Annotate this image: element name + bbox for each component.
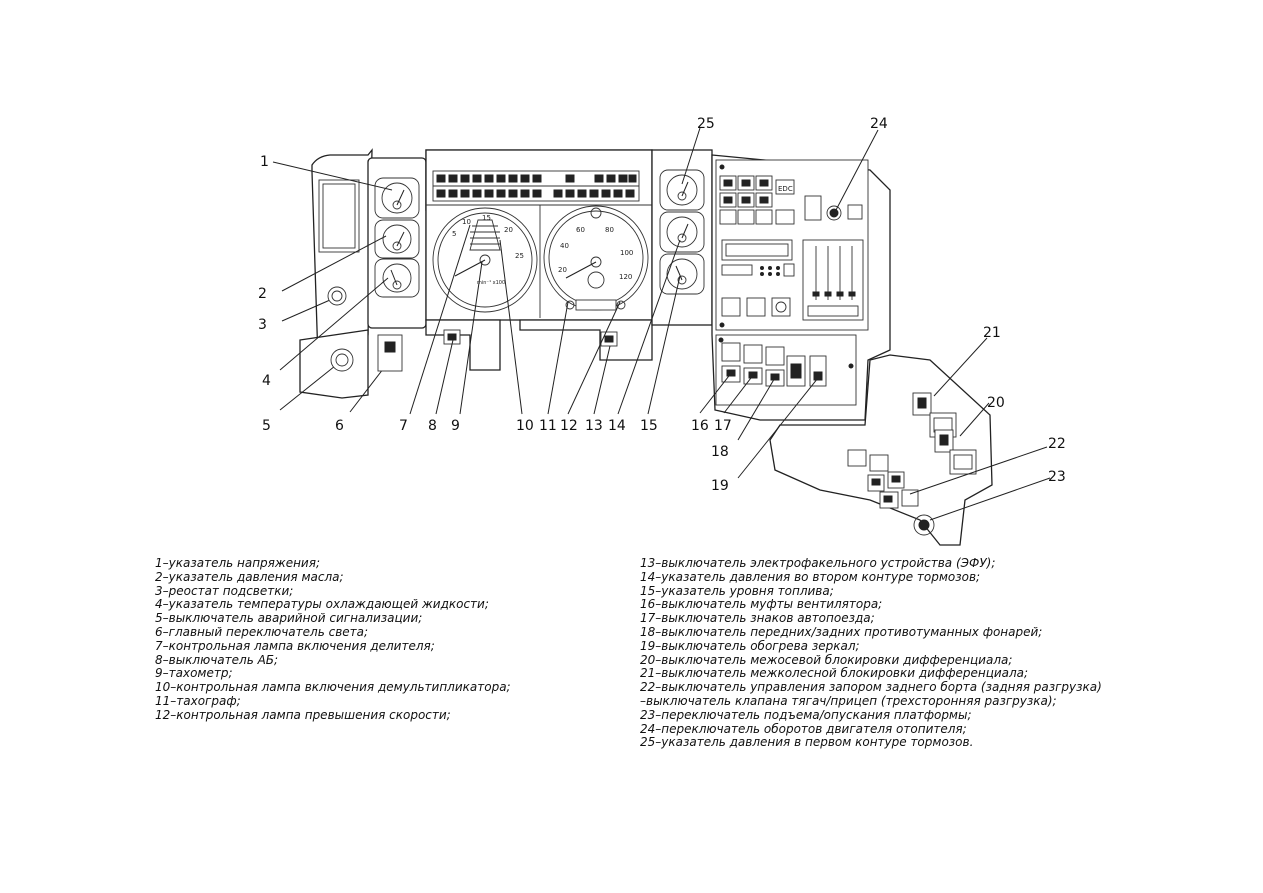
legend-item: 3–реостат подсветки; [155, 583, 294, 598]
legend-item: 8–выключатель АБ; [155, 652, 279, 667]
callout-4: 4 [262, 373, 271, 389]
tacho-tick-20: 20 [504, 226, 513, 234]
callout-8: 8 [428, 418, 437, 434]
legend-item: 20–выключатель межосевой блокировки дифф… [640, 652, 1013, 667]
right-wing-panel [769, 354, 993, 546]
callout-25: 25 [697, 116, 715, 132]
callout-9: 9 [451, 418, 460, 434]
legend-item: 17–выключатель знаков автопоезда; [640, 611, 875, 626]
callout-18: 18 [711, 444, 729, 460]
legend-item: 15–указатель уровня топлива; [640, 583, 834, 598]
callout-17: 17 [714, 418, 732, 434]
switch-matrix: EDC [719, 175, 795, 225]
legend-item: 14–указатель давления во втором контуре … [640, 569, 981, 584]
edc-label: EDC [778, 185, 793, 193]
legend-item: 19–выключатель обогрева зеркал; [640, 638, 860, 653]
speedo-tick-80: 80 [605, 226, 614, 234]
callout-10: 10 [516, 418, 534, 434]
legend-item: 21–выключатель межколесной блокировки ди… [640, 666, 1029, 681]
legend-item: 16–выключатель муфты вентилятора; [640, 597, 883, 612]
legend-item: 1–указатель напряжения; [155, 556, 320, 570]
tachometer: 5 10 15 20 25 min⁻¹ x100 [432, 207, 538, 313]
legend-item: 6–главный переключатель света; [155, 624, 369, 639]
main-cluster: 5 10 15 20 25 min⁻¹ x100 20 40 60 80 100… [425, 149, 653, 371]
callout-7: 7 [399, 418, 408, 434]
callout-5: 5 [262, 418, 271, 434]
speedometer: 20 40 60 80 100 120 [543, 205, 649, 311]
dimmer-knob [327, 286, 347, 306]
callout-11: 11 [539, 418, 557, 434]
callout-1: 1 [260, 154, 269, 170]
legend-item: 10–контрольная лампа включения демультип… [155, 680, 511, 695]
tacho-tick-5: 5 [452, 230, 456, 238]
legend-item: 18–выключатель передних/задних противоту… [640, 624, 1043, 639]
speedo-tick-120: 120 [619, 273, 632, 281]
callout-15: 15 [640, 418, 658, 434]
callout-20: 20 [987, 395, 1005, 411]
tacho-unit: min⁻¹ x100 [477, 280, 505, 286]
callout-12: 12 [560, 418, 578, 434]
speedo-tick-100: 100 [620, 249, 633, 257]
callout-21: 21 [983, 325, 1001, 341]
legend-item: –выключатель клапана тягач/прицеп (трехс… [640, 693, 1057, 708]
right-gauge-column [651, 149, 713, 326]
callout-14: 14 [608, 418, 626, 434]
tacho-tick-10: 10 [462, 218, 471, 226]
legend-item: 11–тахограф; [155, 693, 241, 708]
legend-item: 9–тахометр; [155, 666, 233, 681]
callout-24: 24 [870, 116, 888, 132]
leader-lines [272, 127, 1051, 521]
callout-23: 23 [1048, 469, 1066, 485]
center-console: EDC [711, 154, 891, 421]
callout-labels: 1 2 3 4 5 6 7 8 9 10 11 12 13 14 15 16 1… [258, 116, 1066, 494]
callout-3: 3 [258, 317, 267, 333]
legend-item: 2–указатель давления масла; [155, 569, 344, 584]
hazard-button [330, 348, 354, 372]
left-gauge-column [367, 157, 427, 329]
legend-item: 5–выключатель аварийной сигнализации; [155, 611, 423, 626]
dashboard-diagram: 5 10 15 20 25 min⁻¹ x100 20 40 60 80 100… [258, 116, 1066, 546]
legend-left: 1–указатель напряжения; 2–указатель давл… [155, 556, 511, 723]
speedo-tick-40: 40 [560, 242, 569, 250]
legend-item: 23–переключатель подъема/опускания платф… [640, 707, 972, 722]
callout-16: 16 [691, 418, 709, 434]
main-light-switch [377, 334, 403, 372]
legend-item: 7–контрольная лампа включения делителя; [155, 638, 435, 653]
tacho-tick-25: 25 [515, 252, 524, 260]
speedo-tick-20: 20 [558, 266, 567, 274]
callout-2: 2 [258, 286, 267, 302]
legend-item: 22–выключатель управления запором заднег… [640, 680, 1102, 695]
legend-item: 12–контрольная лампа превышения скорости… [155, 707, 451, 722]
warning-lamp-strip [436, 174, 637, 198]
callout-6: 6 [335, 418, 344, 434]
tacho-tick-15: 15 [482, 214, 491, 222]
callout-13: 13 [585, 418, 603, 434]
callout-19: 19 [711, 478, 729, 494]
legend-right: 13–выключатель электрофакельного устройс… [640, 556, 1102, 750]
legend-item: 24–переключатель оборотов двигателя отоп… [640, 721, 967, 736]
legend-item: 13–выключатель электрофакельного устройс… [640, 556, 996, 570]
legend-item: 25–указатель давления в первом контуре т… [640, 735, 974, 750]
legend-item: 4–указатель температуры охлаждающей жидк… [155, 597, 489, 612]
speedo-tick-60: 60 [576, 226, 585, 234]
callout-22: 22 [1048, 436, 1066, 452]
